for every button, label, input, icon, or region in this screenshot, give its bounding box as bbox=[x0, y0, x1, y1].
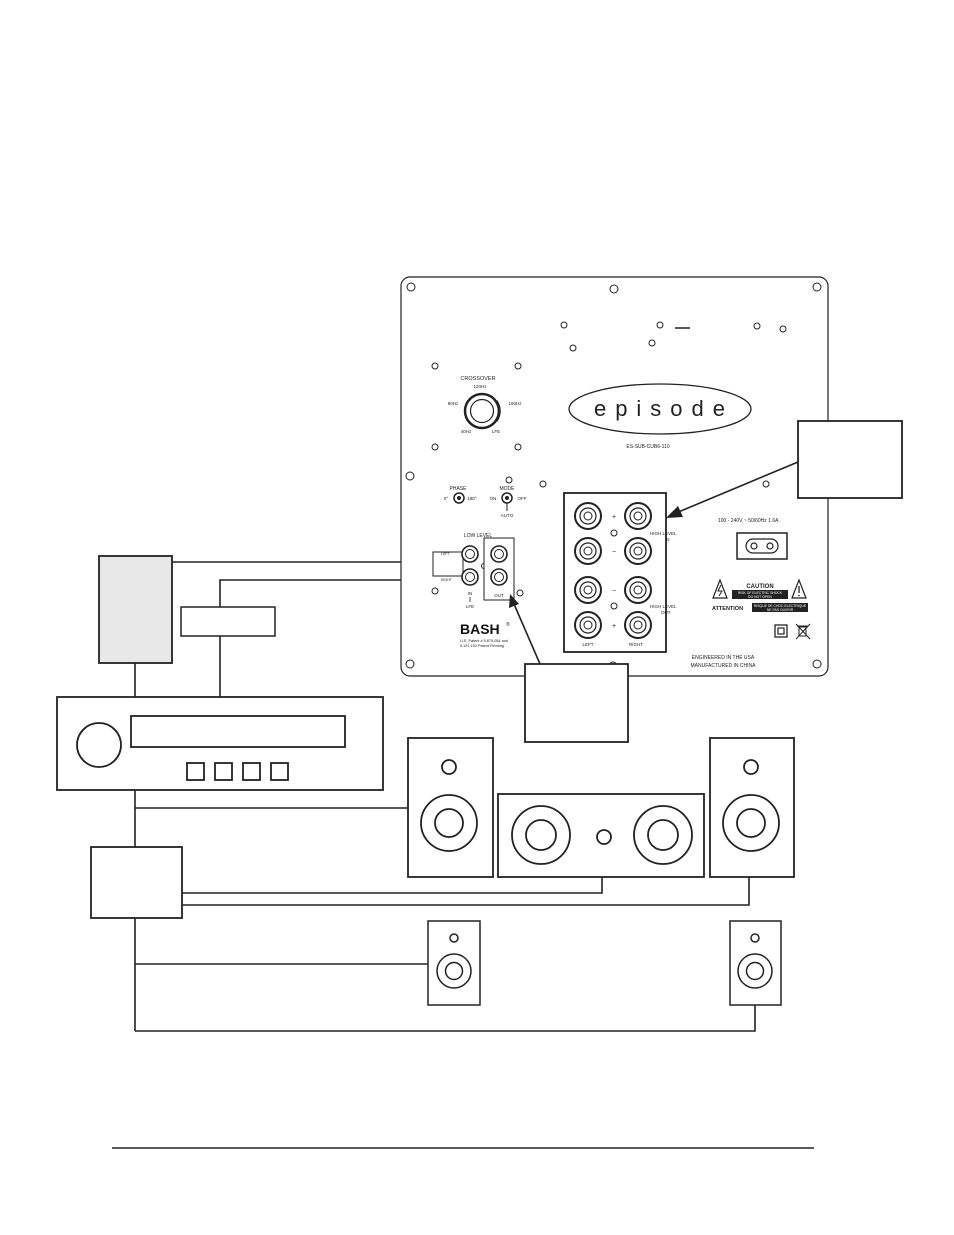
callout-arrow-high-level bbox=[675, 461, 799, 514]
polarity-2: − bbox=[612, 549, 616, 556]
phase-180: 180° bbox=[467, 496, 477, 501]
center-speaker bbox=[497, 793, 705, 878]
rear-right-speaker bbox=[729, 920, 782, 1006]
callouts bbox=[509, 420, 903, 743]
crossover-80hz: 80Hz bbox=[448, 401, 459, 406]
tweeter-icon bbox=[596, 829, 612, 845]
engineered-text: ENGINEERED IN THE USA bbox=[692, 655, 755, 661]
high-level-terminals: + − − + HIGH LEVEL IN HIGH LEVEL OUT LEF… bbox=[563, 492, 677, 653]
amplifier-box bbox=[90, 846, 183, 919]
low-level-right: RIGHT bbox=[441, 578, 453, 582]
receiver-button-3 bbox=[242, 762, 261, 781]
crossover-120hz: 120Hz bbox=[473, 384, 487, 389]
power-rating: 100 - 240V ~ 50/60Hz 1.6A bbox=[718, 518, 779, 524]
low-level-inputs: LOW LEVEL LEFT RIGHT IN LFE OUT bbox=[432, 533, 515, 609]
mode-auto: AUTO bbox=[501, 513, 514, 518]
crossover-160hz: 160Hz bbox=[508, 401, 522, 406]
front-right-speaker bbox=[709, 737, 795, 878]
polarity-4: + bbox=[612, 623, 616, 630]
caution-line-2: DO NOT OPEN bbox=[748, 595, 772, 599]
arrowhead-high-level bbox=[666, 506, 683, 518]
caution-line-1: RISK OF ELECTRIC SHOCK bbox=[738, 591, 783, 595]
high-level-left: LEFT bbox=[582, 642, 593, 647]
bash-patent-1: U.S. Patent # 5,875,054 and bbox=[460, 639, 508, 643]
episode-logo: episode ES-SUB-CUB6-110 bbox=[568, 383, 752, 450]
mode-on: ON bbox=[490, 496, 497, 501]
front-left-speaker bbox=[407, 737, 494, 878]
high-level-out-2: OUT bbox=[661, 610, 671, 615]
low-level-left: LEFT bbox=[441, 552, 450, 556]
crossover-lfe: LFE bbox=[492, 429, 500, 434]
weee-bin-icon bbox=[795, 623, 811, 640]
bash-reg: ® bbox=[506, 621, 510, 628]
crossover-knob: CROSSOVER 120Hz 80Hz 160Hz 40Hz LFE bbox=[448, 376, 523, 434]
high-level-out-1: HIGH LEVEL bbox=[650, 604, 677, 609]
crossover-label: CROSSOVER bbox=[460, 376, 495, 382]
bash-logo-text: BASH bbox=[460, 621, 500, 637]
volume-knob-icon bbox=[76, 722, 122, 768]
attention-line-2: NE PAS OUVRIR bbox=[767, 608, 794, 612]
receiver bbox=[56, 696, 384, 791]
panel-screws bbox=[405, 282, 823, 671]
low-level-in: IN bbox=[468, 591, 473, 596]
crossover-40hz: 40Hz bbox=[461, 429, 472, 434]
high-level-in-1: HIGH LEVEL bbox=[650, 531, 677, 536]
bash-logo: BASH ® U.S. Patent # 5,875,054 and 5,191… bbox=[460, 621, 510, 648]
phase-0: 0° bbox=[444, 496, 449, 501]
caution-title: CAUTION bbox=[746, 584, 773, 590]
mode-off: OFF bbox=[518, 496, 527, 501]
phase-switch: PHASE 0° 180° bbox=[444, 486, 477, 504]
polarity-3: − bbox=[612, 588, 616, 595]
subwoofer-panel: CROSSOVER 120Hz 80Hz 160Hz 40Hz LFE PHAS… bbox=[400, 276, 829, 677]
high-level-right: RIGHT bbox=[629, 642, 643, 647]
tweeter-icon bbox=[441, 759, 457, 775]
receiver-button-2 bbox=[214, 762, 233, 781]
callout-box-high-level bbox=[797, 420, 903, 499]
low-level-lfe: LFE bbox=[466, 604, 474, 609]
power-inlet: 100 - 240V ~ 50/60Hz 1.6A bbox=[718, 518, 788, 560]
wire-amp-to-rear-right bbox=[135, 1005, 756, 1032]
model-number: ES-SUB-CUB6-110 bbox=[626, 444, 669, 450]
wire-amp-to-front-right bbox=[182, 877, 750, 906]
tweeter-icon bbox=[743, 759, 759, 775]
receiver-display bbox=[130, 715, 346, 748]
phase-label: PHASE bbox=[450, 486, 468, 492]
tweeter-icon bbox=[750, 933, 760, 943]
attention-line-1: RISQUE DE CHOC ELECTRIQUE bbox=[754, 604, 807, 608]
manufactured-text: MANUFACTURED IN CHINA bbox=[690, 663, 756, 669]
arrowhead-low-level bbox=[509, 594, 519, 608]
low-level-out: OUT bbox=[494, 593, 504, 598]
polarity-1: + bbox=[612, 514, 616, 521]
wire-lfe-to-right-input bbox=[219, 579, 462, 697]
tweeter-icon bbox=[449, 933, 459, 943]
low-level-label: LOW LEVEL bbox=[464, 533, 493, 539]
receiver-button-4 bbox=[270, 762, 289, 781]
attention-title: ATTENTION bbox=[712, 606, 743, 612]
shock-warning-icon bbox=[712, 578, 728, 599]
mode-label: MODE bbox=[500, 486, 516, 492]
wire-amp-to-center bbox=[182, 877, 603, 894]
callout-box-low-level bbox=[524, 663, 629, 743]
rear-left-speaker bbox=[427, 920, 481, 1006]
callout-arrow-low-level bbox=[513, 603, 541, 665]
bash-patent-2: 5,191,152 Patent Pending bbox=[460, 644, 504, 648]
receiver-button-1 bbox=[186, 762, 205, 781]
episode-logo-text: episode bbox=[594, 396, 734, 421]
connection-wires bbox=[134, 561, 756, 1032]
caution-label: CAUTION RISK OF ELECTRIC SHOCK DO NOT OP… bbox=[712, 578, 808, 612]
label-box bbox=[180, 606, 276, 637]
lfe-source-box bbox=[98, 555, 173, 664]
high-level-in-2: IN bbox=[665, 537, 670, 542]
certification-marks bbox=[774, 623, 811, 640]
binding-posts bbox=[574, 502, 652, 639]
mode-switch: MODE ON OFF AUTO bbox=[490, 486, 527, 518]
